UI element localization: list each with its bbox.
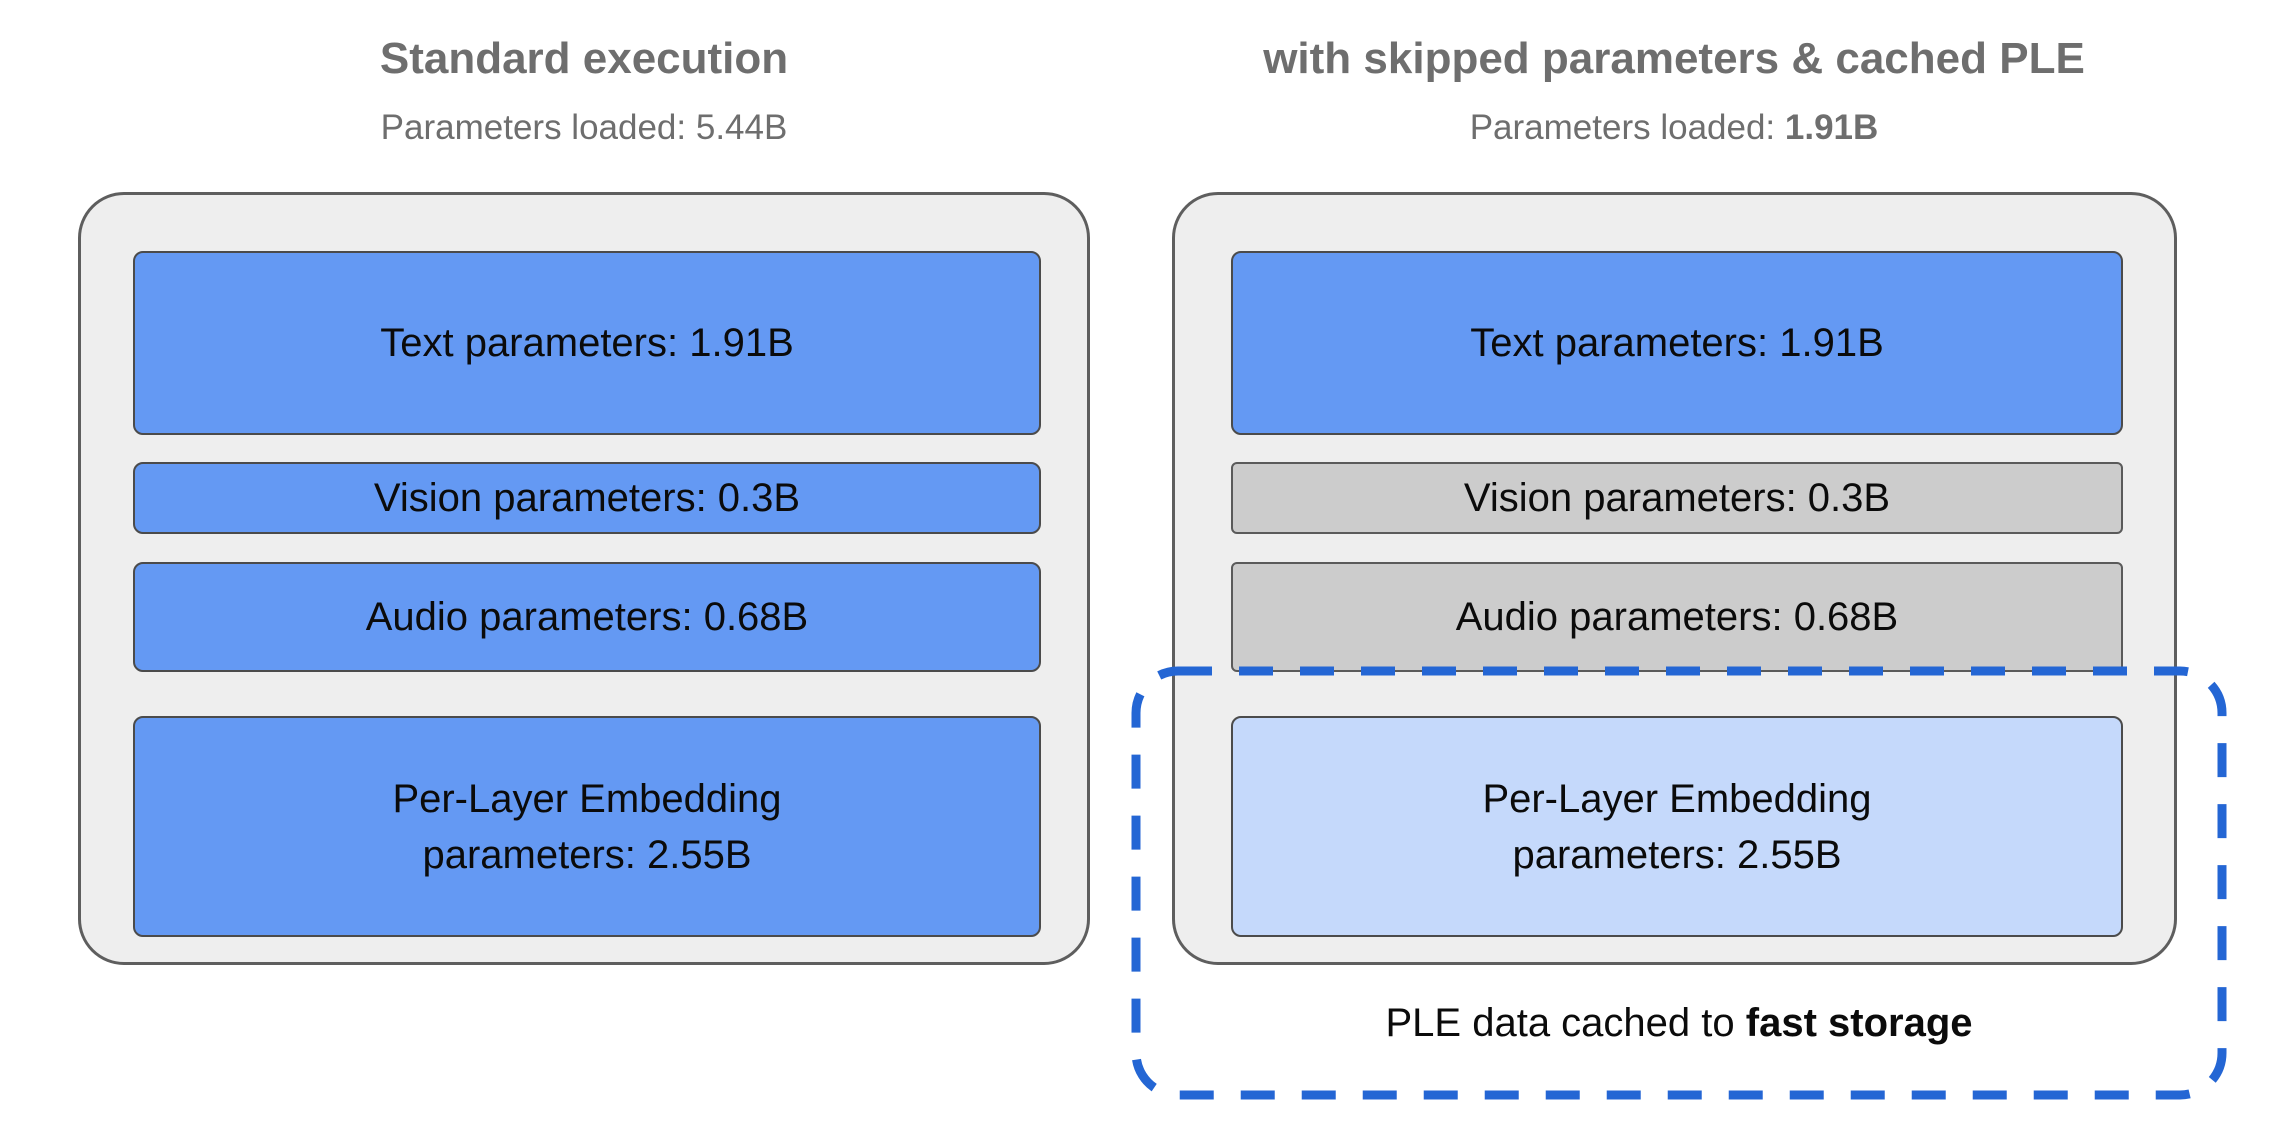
right-subtitle-value: 1.91B bbox=[1784, 108, 1879, 147]
right-column-subtitle: Parameters loaded: 1.91B bbox=[1470, 108, 1879, 148]
vision-parameters-box: Vision parameters: 0.3B bbox=[133, 462, 1041, 534]
left-column-title: Standard execution bbox=[379, 34, 789, 83]
ple-label-line2: parameters: 2.55B bbox=[1512, 832, 1842, 877]
ple-label-line1: Per-Layer Embedding bbox=[392, 776, 782, 821]
text-parameters-box: Text parameters: 1.91B bbox=[133, 251, 1041, 435]
vision-parameters-skipped-box: Vision parameters: 0.3B bbox=[1231, 462, 2123, 534]
ple-label-line2: parameters: 2.55B bbox=[422, 832, 752, 877]
audio-parameters-box: Audio parameters: 0.68B bbox=[133, 562, 1041, 672]
audio-parameters-label: Audio parameters: 0.68B bbox=[365, 595, 809, 639]
vision-parameters-label: Vision parameters: 0.3B bbox=[373, 476, 801, 520]
left-subtitle-prefix: Parameters loaded: bbox=[380, 108, 696, 147]
ple-cache-caption-bold: fast storage bbox=[1745, 1001, 1973, 1045]
ple-cache-caption: PLE data cached to fast storage bbox=[1385, 1001, 1972, 1046]
text-parameters-label: Text parameters: 1.91B bbox=[380, 321, 794, 365]
standard-execution-panel: Text parameters: 1.91B Vision parameters… bbox=[78, 192, 1090, 965]
audio-parameters-skipped-box: Audio parameters: 0.68B bbox=[1231, 562, 2123, 672]
per-layer-embedding-cached-box: Per-Layer Embedding parameters: 2.55B bbox=[1231, 716, 2123, 937]
right-subtitle-prefix: Parameters loaded: bbox=[1469, 108, 1785, 147]
skipped-parameters-panel: Text parameters: 1.91B Vision parameters… bbox=[1172, 192, 2177, 965]
right-column-title: with skipped parameters & cached PLE bbox=[1263, 34, 2085, 83]
audio-parameters-label: Audio parameters: 0.68B bbox=[1455, 595, 1899, 639]
vision-parameters-label: Vision parameters: 0.3B bbox=[1463, 476, 1891, 520]
left-subtitle-value: 5.44B bbox=[695, 108, 788, 147]
ple-label-line1: Per-Layer Embedding bbox=[1482, 776, 1872, 821]
per-layer-embedding-box: Per-Layer Embedding parameters: 2.55B bbox=[133, 716, 1041, 937]
text-parameters-box: Text parameters: 1.91B bbox=[1231, 251, 2123, 435]
ple-cache-caption-prefix: PLE data cached to bbox=[1385, 1001, 1746, 1045]
text-parameters-label: Text parameters: 1.91B bbox=[1470, 321, 1884, 365]
left-column-subtitle: Parameters loaded: 5.44B bbox=[381, 108, 788, 148]
